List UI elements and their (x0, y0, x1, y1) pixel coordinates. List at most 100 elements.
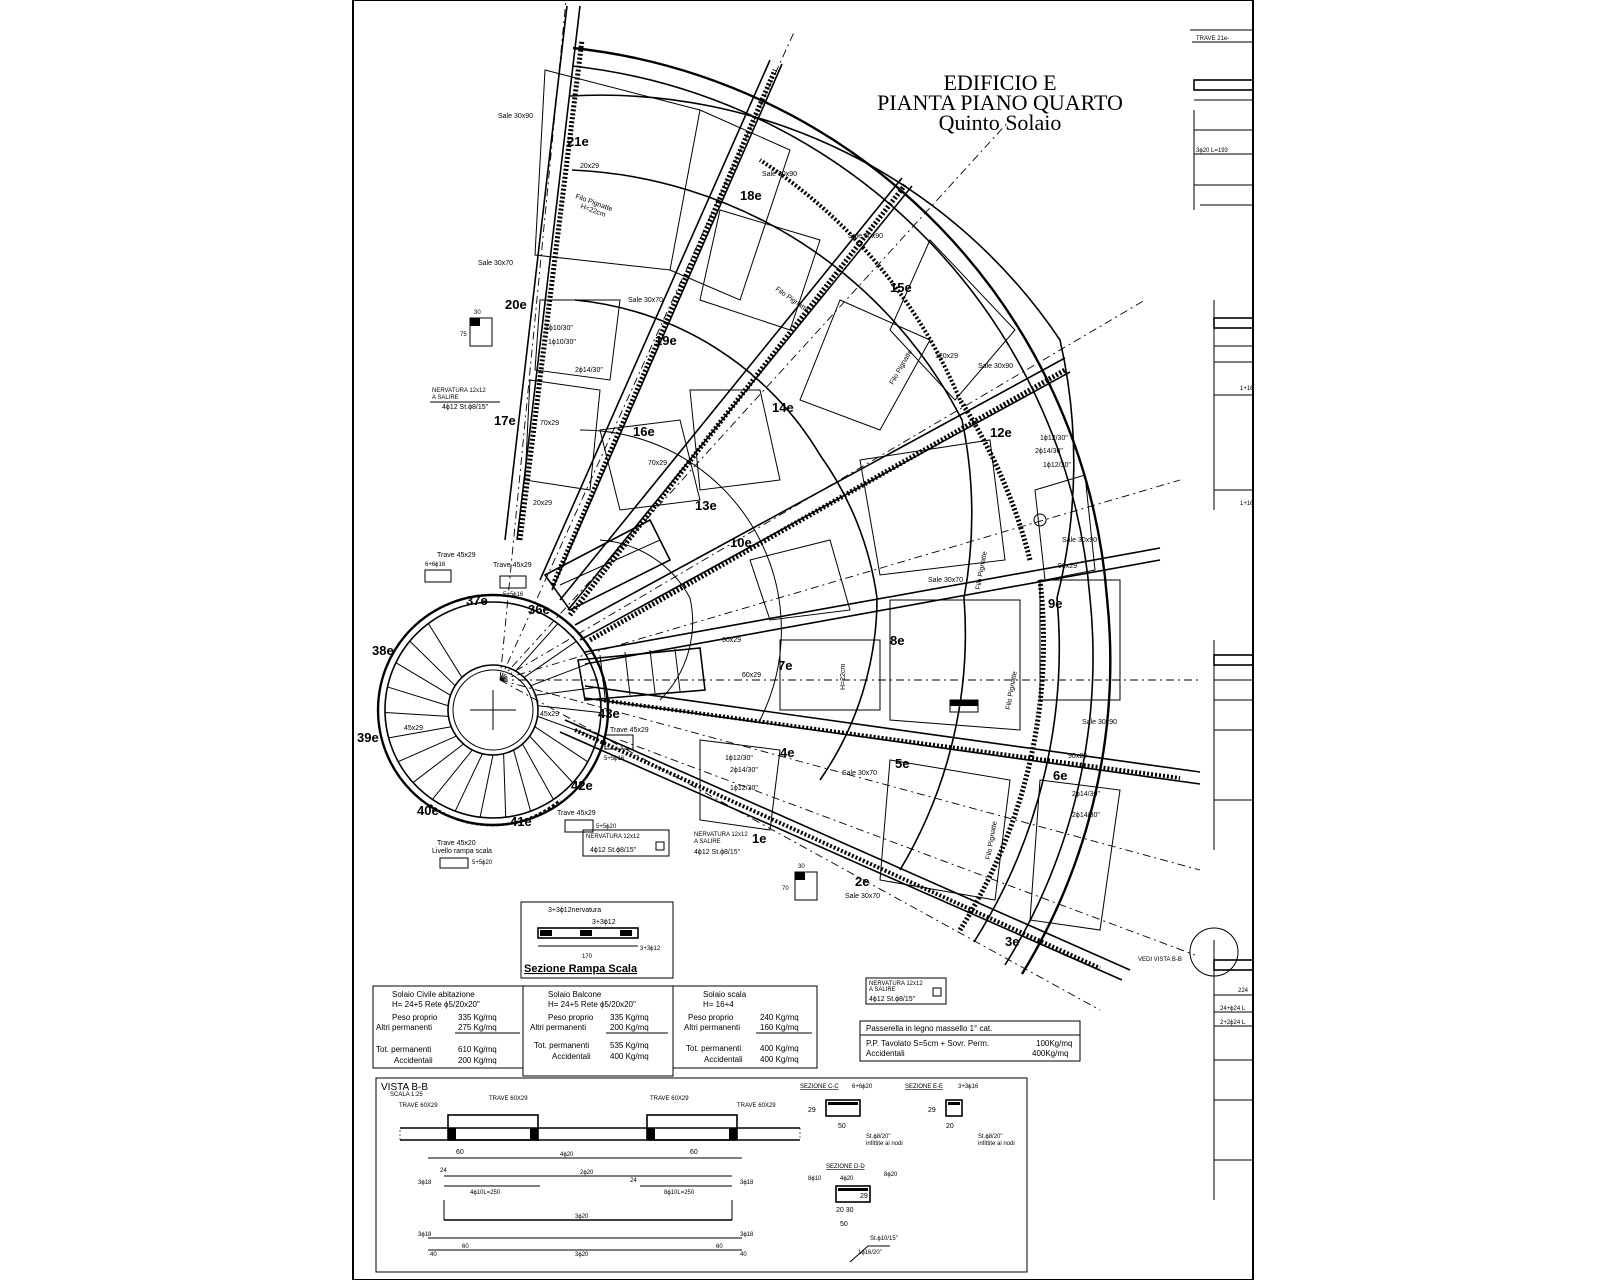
stair-tread (515, 623, 559, 672)
svg-text:1ϕ12/30": 1ϕ12/30" (730, 785, 758, 792)
beam-arc-mid (569, 94, 1075, 599)
room-tags: 21e 18e 15e 20e 19e 17e 16e 14e 13e 12e … (357, 134, 1067, 949)
svg-text:40: 40 (740, 1252, 747, 1258)
room-tag-2e: 2e (855, 874, 869, 889)
drawing-title: EDIFICIO E PIANTA PIANO QUARTO Quinto So… (877, 70, 1123, 135)
stair-tread (523, 640, 577, 678)
svg-text:infittite ai nodi: infittite ai nodi (978, 1141, 1015, 1147)
svg-text:Accidentali: Accidentali (552, 1052, 591, 1061)
room-tag-36e: 36e (528, 602, 550, 617)
room-tag-37e: 37e (466, 593, 488, 608)
svg-text:160 Kg/mq: 160 Kg/mq (760, 1023, 799, 1032)
nervatura-rebar: 4ϕ12 St.ϕ8/15" (590, 847, 637, 854)
inner-arc-1 (571, 169, 973, 871)
trave-label: Trave 45x29 (610, 727, 649, 734)
svg-text:Accidentali: Accidentali (394, 1056, 433, 1065)
rampa-top-label: 3+3ϕ12nervatura (548, 907, 601, 914)
svg-text:29: 29 (928, 1107, 936, 1114)
svg-text:Peso proprio: Peso proprio (688, 1013, 734, 1022)
svg-text:SEZIONE C-C: SEZIONE C-C (800, 1084, 839, 1090)
load-table-scala: Solaio scala H= 16+4 Peso proprio 240 Kg… (684, 990, 812, 1064)
room-tag-21e: 21e (567, 134, 589, 149)
svg-text:20: 20 (946, 1123, 954, 1130)
svg-text:24+ϕ24 L: 24+ϕ24 L (1220, 1006, 1246, 1012)
room-tag-13e: 13e (695, 498, 717, 513)
svg-text:30: 30 (798, 864, 805, 870)
load-table-balcone: Solaio Balcone H= 24+5 Rete ϕ5/20x20" Pe… (530, 990, 668, 1061)
rebar-label: 6+6ϕ16 (425, 562, 446, 568)
nervatura-heading: NERVATURA 12x12 (694, 832, 748, 838)
svg-text:Accidentali: Accidentali (704, 1055, 743, 1064)
svg-text:2ϕ14/30": 2ϕ14/30" (1035, 448, 1063, 455)
title-line-2: PIANTA PIANO QUARTO (877, 90, 1123, 115)
right-trave-label: TRAVE 21e- (1196, 36, 1229, 42)
svg-text:St.ϕ8/20": St.ϕ8/20" (978, 1134, 1003, 1140)
svg-text:8ϕ10L=250: 8ϕ10L=250 (664, 1190, 695, 1196)
svg-text:1+16: 1+16 (1240, 386, 1254, 392)
svg-text:Altri permanenti: Altri permanenti (530, 1023, 586, 1032)
svg-text:Peso proprio: Peso proprio (392, 1013, 438, 1022)
svg-text:2ϕ14/30": 2ϕ14/30" (730, 767, 758, 774)
svg-text:60x29: 60x29 (722, 637, 741, 644)
rampa-mid-label: 3+3ϕ12 (592, 919, 616, 926)
svg-text:45x29: 45x29 (404, 725, 423, 732)
rebar-label: 5+5ϕ20 (472, 860, 493, 866)
stair-tread (535, 686, 599, 696)
room-tag-9e: 9e (1048, 596, 1062, 611)
svg-text:3ϕ18: 3ϕ18 (740, 1232, 754, 1238)
svg-text:50: 50 (838, 1123, 846, 1130)
nervatura-heading: NERVATURA 12x12 (586, 834, 640, 840)
trave-label: Trave 45x29 (557, 810, 596, 817)
beam-label: Sale 30x70 (478, 260, 513, 267)
rebar-label: 5+5ϕ16 (604, 756, 625, 762)
stair-tread (409, 640, 456, 687)
outer-wall-arc (572, 46, 1112, 975)
svg-text:Tot. permanenti: Tot. permanenti (376, 1045, 431, 1054)
room-tag-17e: 17e (494, 413, 516, 428)
beam-hatching (517, 39, 1181, 970)
axis-lines (499, 0, 1201, 1011)
svg-text:610 Kg/mq: 610 Kg/mq (458, 1045, 497, 1054)
stair-level-note: Livello rampa scala (432, 848, 492, 855)
svg-text:2ϕ14/30": 2ϕ14/30" (1072, 791, 1100, 798)
svg-text:29: 29 (808, 1107, 816, 1114)
svg-text:TRAVE 60X29: TRAVE 60X29 (489, 1096, 528, 1102)
svg-text:Filo Pignatte: Filo Pignatte (975, 551, 989, 591)
trave-label: Trave 45x29 (437, 552, 476, 559)
svg-text:6+6ϕ20: 6+6ϕ20 (852, 1084, 873, 1090)
right-strip: TRAVE 21e- 3ϕ20 L=193 1+16 1+16 224 24+ϕ… (1190, 29, 1254, 1200)
svg-text:90x29: 90x29 (1068, 753, 1087, 760)
trave-labels: Trave 45x29 Trave 45x29 Trave 45x29 Trav… (425, 552, 649, 866)
stair-tread (479, 754, 494, 818)
svg-text:335 Kg/mq: 335 Kg/mq (458, 1013, 497, 1022)
svg-text:3ϕ20 L=193: 3ϕ20 L=193 (1196, 148, 1229, 154)
rebar-label: 5+5ϕ20 (596, 824, 617, 830)
stair-tread (534, 726, 589, 763)
svg-text:3ϕ18: 3ϕ18 (418, 1180, 432, 1186)
svg-text:8ϕ20: 8ϕ20 (884, 1172, 898, 1178)
room-tag-16e: 16e (633, 424, 655, 439)
svg-text:St.ϕ8/20": St.ϕ8/20" (866, 1134, 891, 1140)
svg-text:Solaio scala: Solaio scala (703, 990, 747, 999)
svg-text:3ϕ20: 3ϕ20 (575, 1214, 589, 1220)
load-tables: Solaio Civile abitazione H= 24+5 Rete ϕ5… (372, 985, 818, 1077)
beam-label: Sale 30x90 (848, 233, 883, 240)
svg-text:4ϕ20: 4ϕ20 (840, 1176, 854, 1182)
room-tag-5e: 5e (895, 756, 909, 771)
floor-plan: 21e 18e 15e 20e 19e 17e 16e 14e 13e 12e … (357, 0, 1239, 1011)
svg-text:50: 50 (840, 1221, 848, 1228)
svg-text:40: 40 (430, 1252, 437, 1258)
room-tag-18e: 18e (740, 188, 762, 203)
room-tag-3e: 3e (1005, 934, 1019, 949)
svg-text:200 Kg/mq: 200 Kg/mq (458, 1056, 497, 1065)
trave-label: Trave 45x29 (493, 562, 532, 569)
svg-text:3ϕ18: 3ϕ18 (740, 1180, 754, 1186)
svg-text:Tot. permanenti: Tot. permanenti (686, 1044, 741, 1053)
beam-label: Sale 30x70 (842, 770, 877, 777)
svg-text:200 Kg/mq: 200 Kg/mq (610, 1023, 649, 1032)
radial-beams (504, 5, 1201, 981)
svg-text:2ϕ20: 2ϕ20 (580, 1170, 594, 1176)
stair-tread (388, 726, 452, 739)
misc-annotations: Filo Pignatte H=22cm Filo Pignatte Filo … (404, 163, 1100, 892)
